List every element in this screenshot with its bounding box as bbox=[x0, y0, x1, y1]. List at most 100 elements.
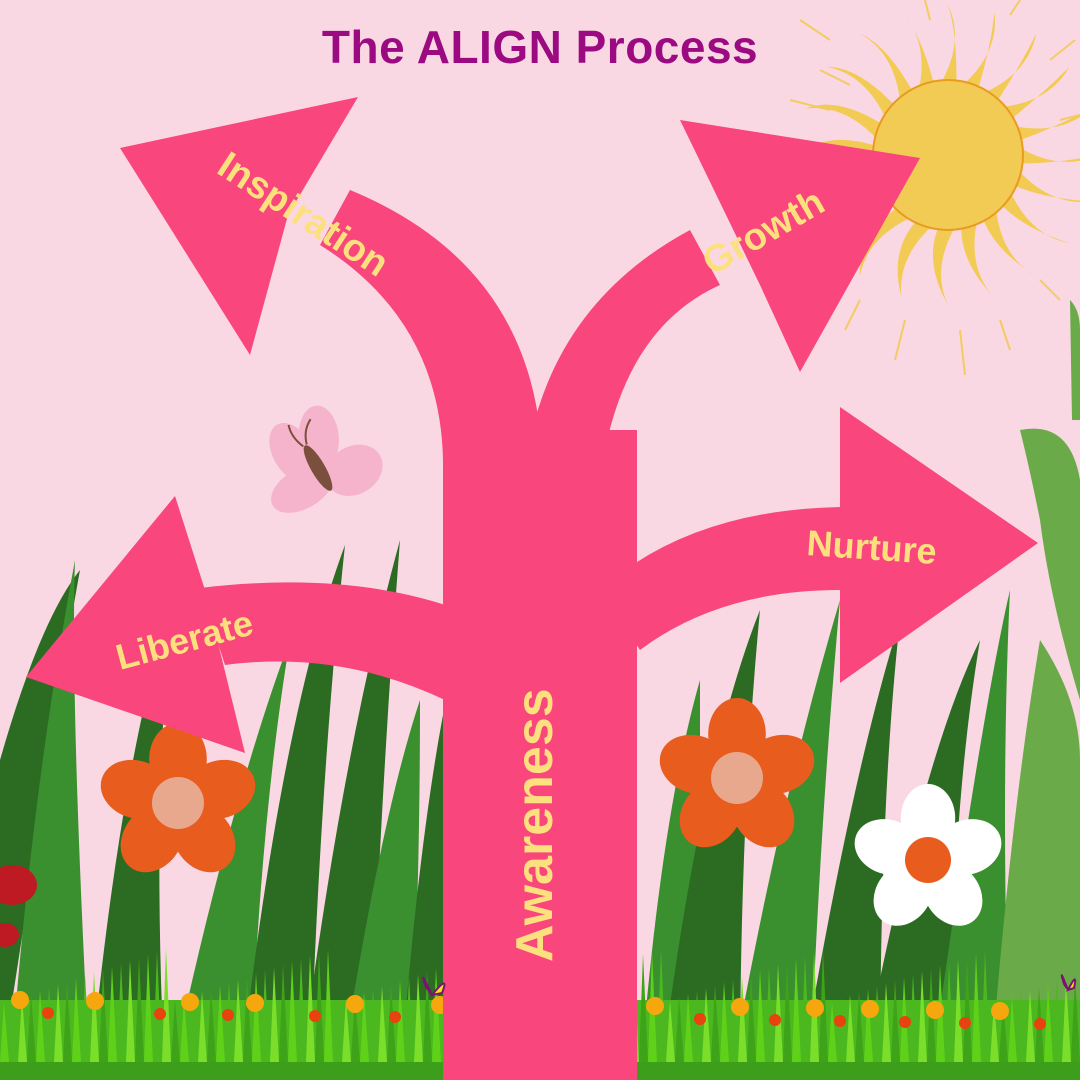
grass-blade bbox=[153, 951, 162, 1062]
grass-blade bbox=[666, 1000, 675, 1062]
grass-blade bbox=[216, 985, 225, 1062]
small-flower bbox=[181, 993, 199, 1011]
small-flower bbox=[694, 1013, 706, 1025]
grass-blade bbox=[144, 954, 153, 1062]
grass-blade bbox=[963, 956, 972, 1062]
branch-growth bbox=[530, 230, 720, 480]
branch-liberate bbox=[200, 582, 460, 700]
grass-blade bbox=[45, 987, 54, 1062]
sun-ray bbox=[999, 66, 1070, 121]
grass-blade bbox=[270, 967, 279, 1062]
grass-blade bbox=[1071, 975, 1080, 1062]
grass-blade bbox=[0, 1002, 9, 1062]
sun-ray bbox=[805, 104, 885, 142]
grass-blade bbox=[873, 986, 882, 1062]
grass-blade bbox=[126, 960, 135, 1062]
grass-blade bbox=[1053, 981, 1062, 1062]
grass-blade bbox=[54, 984, 63, 1062]
small-flower bbox=[346, 995, 364, 1013]
small-flower bbox=[806, 999, 824, 1017]
page-title: The ALIGN Process bbox=[321, 21, 759, 73]
sun-ray bbox=[1011, 168, 1080, 202]
sun-ray bbox=[961, 218, 995, 298]
grass-blade bbox=[432, 968, 441, 1062]
small-flower bbox=[731, 998, 749, 1016]
sun-ray bbox=[982, 206, 1037, 277]
grass-blade bbox=[693, 991, 702, 1062]
yellow-butterfly-right bbox=[1060, 974, 1077, 992]
grass-blade bbox=[306, 955, 315, 1062]
grass-blade bbox=[756, 970, 765, 1062]
small-flower bbox=[42, 1007, 54, 1019]
grass-blade bbox=[351, 995, 360, 1062]
grass-blade bbox=[1008, 996, 1017, 1062]
small-flower bbox=[899, 1016, 911, 1028]
grass-blade bbox=[81, 975, 90, 1062]
grass-blade bbox=[882, 983, 891, 1062]
flower-red bbox=[0, 865, 37, 947]
grass-blade bbox=[387, 983, 396, 1062]
grass-blade bbox=[702, 988, 711, 1062]
butterfly-icon bbox=[269, 405, 383, 513]
grass-blade bbox=[828, 1001, 837, 1062]
grass-blade bbox=[711, 985, 720, 1062]
grass-blade bbox=[288, 961, 297, 1062]
grass-blade bbox=[99, 969, 108, 1062]
sun-ray bbox=[859, 33, 914, 104]
small-flower bbox=[11, 991, 29, 1009]
small-flower bbox=[646, 997, 664, 1015]
trunk-awareness bbox=[443, 430, 637, 1080]
grass-blade bbox=[783, 961, 792, 1062]
grass-blade bbox=[378, 986, 387, 1062]
grass-blade bbox=[369, 989, 378, 1062]
sun-ray bbox=[1011, 114, 1080, 142]
grass-blade bbox=[675, 997, 684, 1062]
grass-blade bbox=[909, 974, 918, 1062]
grass-blade bbox=[198, 991, 207, 1062]
grass-blade bbox=[972, 953, 981, 1062]
grass-blade bbox=[252, 973, 261, 1062]
grass-blade bbox=[234, 979, 243, 1062]
grass-blade bbox=[765, 967, 774, 1062]
grass-blade bbox=[792, 958, 801, 1062]
grass-blade bbox=[945, 962, 954, 1062]
grass-blade bbox=[171, 1000, 180, 1062]
label-nurture: Nurture bbox=[805, 522, 938, 572]
grass-blade bbox=[729, 979, 738, 1062]
grass-blade bbox=[990, 1002, 999, 1062]
small-flower bbox=[991, 1002, 1009, 1020]
grass-blade bbox=[225, 982, 234, 1062]
grass-blade bbox=[279, 964, 288, 1062]
grass-blade bbox=[90, 972, 99, 1062]
grass-blade bbox=[243, 976, 252, 1062]
flower-orange-right bbox=[659, 698, 815, 848]
yellow-butterfly-left bbox=[422, 976, 446, 997]
flower-white bbox=[854, 784, 1002, 926]
grass-blade bbox=[180, 997, 189, 1062]
grass-blade bbox=[1062, 978, 1071, 1062]
grass-blade bbox=[261, 970, 270, 1062]
grass-blade bbox=[801, 955, 810, 1062]
small-flower bbox=[861, 1000, 879, 1018]
small-flower bbox=[834, 1015, 846, 1027]
flower-orange-left bbox=[100, 723, 256, 873]
grass-blade bbox=[1017, 993, 1026, 1062]
grass-blade bbox=[423, 971, 432, 1062]
grass-blade bbox=[891, 980, 900, 1062]
grass-blade bbox=[846, 995, 855, 1062]
sun-ray bbox=[1017, 146, 1080, 164]
small-flower bbox=[222, 1009, 234, 1021]
small-flower bbox=[769, 1014, 781, 1026]
grass-blade bbox=[396, 980, 405, 1062]
small-flower bbox=[86, 992, 104, 1010]
sun-ray bbox=[939, 5, 957, 86]
small-flower bbox=[1034, 1018, 1046, 1030]
grass-blade bbox=[1026, 990, 1035, 1062]
small-flower bbox=[154, 1008, 166, 1020]
grass-blade bbox=[9, 999, 18, 1062]
grass-blade bbox=[414, 974, 423, 1062]
grass-blade bbox=[72, 978, 81, 1062]
grass-blade bbox=[135, 957, 144, 1062]
branch-inspiration bbox=[320, 190, 540, 460]
